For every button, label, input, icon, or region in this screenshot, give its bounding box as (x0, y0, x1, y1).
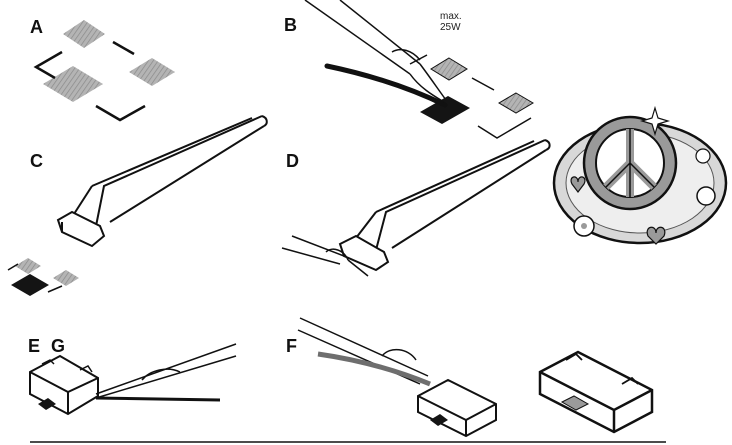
pad-right-a (129, 58, 175, 86)
sparkle-star (639, 105, 671, 137)
component-f (417, 378, 497, 438)
flower-top (695, 148, 711, 164)
pad-b-2 (498, 92, 534, 114)
outline-b-bottom (477, 117, 532, 139)
panel-b-tinning (304, 0, 534, 139)
max-power-note-line2: 25W (440, 22, 461, 33)
step-label-g: G (51, 336, 66, 356)
outline-a-mid (112, 40, 135, 56)
component-d (338, 234, 390, 272)
pad-bottom-a (43, 66, 103, 102)
max-power-note-line1: max. (440, 11, 462, 22)
tweezers-d (355, 139, 551, 251)
peace-sign-badge-icon (552, 105, 728, 245)
step-label-e: E (28, 336, 41, 356)
outline-a-left (33, 50, 63, 80)
panel-d-solder (281, 139, 551, 277)
pad-b-1 (430, 57, 468, 81)
solder-wire-eg (95, 396, 221, 402)
step-label-c: C (30, 151, 43, 171)
solder-wire-b (324, 63, 448, 108)
soldering-iron-b (304, 0, 447, 103)
step-label-b: B (284, 15, 297, 35)
step-label-f: F (286, 336, 297, 356)
component-c (56, 210, 106, 248)
soldering-iron-eg (95, 343, 237, 399)
soldering-iron-d (281, 235, 369, 277)
max-power-note: max. 25W (440, 11, 462, 33)
heart-left (570, 176, 586, 193)
outline-a-bottom (95, 104, 146, 122)
outline-b-top (409, 54, 428, 65)
solder-leg-f (430, 414, 448, 426)
outline-c (7, 263, 63, 293)
panel-f (297, 317, 497, 438)
smd-component-standalone (538, 350, 654, 434)
pad-top-a (63, 20, 105, 48)
panel-eg-finish (29, 343, 237, 416)
solder-wire-f (317, 351, 431, 387)
step-label-d: D (286, 151, 299, 171)
solder-blob-b (420, 96, 470, 124)
step-label-a: A (30, 17, 43, 37)
outline-b-mid (471, 77, 495, 91)
heart-right (646, 226, 666, 245)
solder-leg-eg (38, 398, 56, 410)
panel-c-place (7, 115, 268, 296)
pads-c (11, 258, 79, 296)
tweezers-c (73, 115, 268, 227)
flower-right (696, 186, 716, 206)
panel-a-pads (33, 20, 175, 122)
